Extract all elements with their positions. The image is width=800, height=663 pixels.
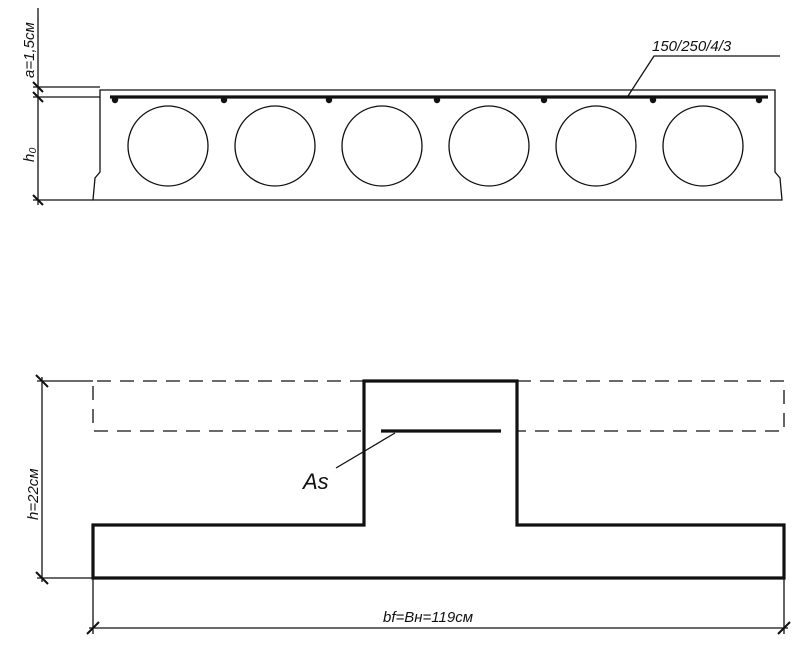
rebar-dot <box>325 96 333 104</box>
mesh-label: 150/250/4/3 <box>652 38 732 55</box>
void-circle <box>555 105 637 187</box>
w-tick-right <box>777 621 791 635</box>
as-label: As <box>301 469 329 494</box>
rebar-dot <box>649 96 657 104</box>
mesh-leader-line <box>627 55 780 97</box>
rebar-dot <box>540 96 548 104</box>
circular-voids <box>127 105 744 187</box>
effective-depth-label: h₀ <box>21 147 38 162</box>
void-circle <box>448 105 530 187</box>
section-width-label: bf=Bн=119см <box>383 609 473 626</box>
void-circle <box>662 105 744 187</box>
h-tick-bottom <box>35 571 49 585</box>
dashed-flange-right <box>517 380 785 432</box>
rebar-dot <box>111 96 119 104</box>
as-leader-line <box>335 432 396 469</box>
void-circle <box>234 105 316 187</box>
rebar-dot <box>220 96 228 104</box>
h-tick-top <box>35 374 49 388</box>
dashed-flange-left <box>92 380 364 432</box>
void-circle <box>127 105 209 187</box>
rebar-dots <box>111 96 763 104</box>
slab-outline <box>92 89 783 201</box>
t-section-outline <box>91 379 786 580</box>
section-height-label: h=22см <box>25 468 42 520</box>
rebar-dot <box>433 96 441 104</box>
rebar-dot <box>755 96 763 104</box>
w-tick-left <box>86 621 100 635</box>
void-circle <box>341 105 423 187</box>
equivalent-t-section: As h=22см bf=Bн=119см <box>25 374 791 635</box>
hollow-core-slab-section: 150/250/4/3 a=1,5см h₀ <box>21 8 783 206</box>
cover-label: a=1,5см <box>21 22 38 78</box>
